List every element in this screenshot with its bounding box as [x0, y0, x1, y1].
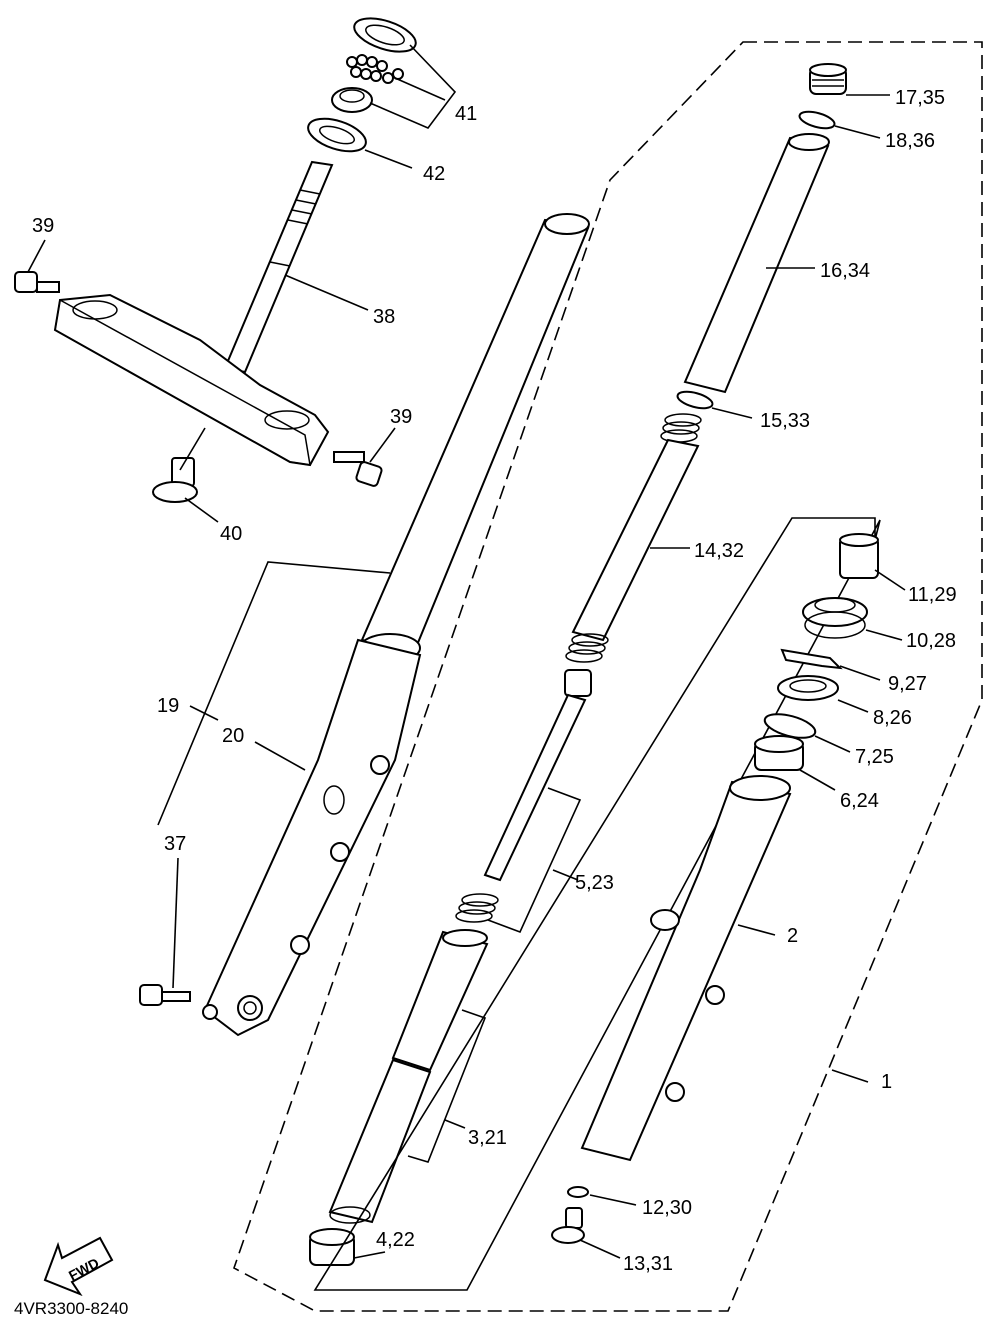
oil-seal-10 — [802, 597, 868, 639]
bolt-37 — [139, 984, 218, 1020]
leader-13 — [579, 1239, 621, 1259]
leader-8 — [837, 699, 869, 713]
assembly-1-dashed-outline — [233, 41, 983, 1312]
dust-seal-11 — [839, 533, 879, 579]
label-4-22: 4,22 — [376, 1229, 415, 1251]
bearing-race-42 — [307, 117, 367, 153]
label-14-32: 14,32 — [694, 540, 744, 562]
spline-collar-40 — [152, 457, 198, 503]
label-3-21: 3,21 — [468, 1127, 507, 1149]
leader-3b — [444, 1119, 466, 1129]
label-17-35: 17,35 — [895, 87, 945, 109]
leader-1 — [831, 1069, 869, 1083]
leader-5b — [552, 869, 579, 881]
bearing-cone-41 — [331, 87, 373, 113]
steering-stem-38 — [223, 160, 334, 374]
bearing-balls-41 — [346, 54, 404, 84]
group-2-outline — [313, 517, 881, 1291]
label-2: 2 — [787, 925, 798, 947]
spacer-tube-16 — [683, 133, 830, 394]
leader-7 — [814, 735, 851, 753]
washer-15 — [676, 390, 714, 410]
leader-37 — [172, 857, 179, 989]
outer-tube-20 — [203, 638, 422, 1037]
leader-40 — [179, 427, 206, 471]
bolt-39-left — [14, 271, 60, 293]
label-8-26: 8,26 — [873, 707, 912, 729]
o-ring-18 — [798, 110, 836, 130]
fork-spring-14 — [565, 413, 702, 663]
leader-39-left — [27, 239, 46, 273]
label-16-34: 16,34 — [820, 260, 870, 282]
leader-15 — [711, 407, 753, 419]
fwd-arrow-icon: FWD — [43, 1236, 114, 1297]
label-41: 41 — [455, 103, 477, 125]
leader-20 — [254, 741, 306, 771]
label-39-left: 39 — [32, 215, 54, 237]
outer-tube-2 — [580, 775, 792, 1162]
leader-10 — [865, 629, 903, 641]
leader-12 — [589, 1194, 637, 1206]
leader-18 — [834, 125, 881, 139]
label-13-31: 13,31 — [623, 1253, 673, 1275]
oil-lock-4 — [309, 1228, 355, 1266]
piston-tube-3 — [328, 929, 489, 1224]
leader-4 — [353, 1251, 386, 1259]
label-10-28: 10,28 — [906, 630, 956, 652]
label-39-right: 39 — [390, 406, 412, 428]
label-19: 19 — [157, 695, 179, 717]
label-11-29: 11,29 — [908, 584, 957, 606]
washer-8 — [777, 675, 839, 701]
leader-6 — [799, 769, 836, 791]
clip-9 — [780, 648, 843, 670]
label-7-25: 7,25 — [855, 746, 894, 768]
label-37: 37 — [164, 833, 186, 855]
bolt-39-right — [333, 451, 383, 487]
leader-42 — [364, 149, 413, 169]
label-6-24: 6,24 — [840, 790, 879, 812]
label-38: 38 — [373, 306, 395, 328]
label-12-30: 12,30 — [642, 1197, 692, 1219]
leader-9 — [839, 665, 881, 681]
label-5-23: 5,23 — [575, 872, 614, 894]
leader-3 — [407, 1009, 487, 1163]
label-18-36: 18,36 — [885, 130, 935, 152]
cap-bolt-17 — [809, 63, 847, 95]
leader-19 — [157, 561, 391, 826]
label-40: 40 — [220, 523, 242, 545]
inner-tube-19 — [359, 213, 590, 663]
leader-2 — [737, 924, 776, 936]
slide-metal-6 — [754, 735, 804, 771]
under-bracket-38 — [53, 293, 330, 467]
leader-41b — [394, 77, 446, 101]
label-9-27: 9,27 — [888, 673, 927, 695]
leader-40b — [184, 497, 219, 523]
label-20: 20 — [222, 725, 244, 747]
leader-19b — [189, 705, 219, 721]
bolt-13 — [551, 1207, 585, 1244]
damper-rod-5 — [455, 669, 592, 923]
washer-12 — [567, 1186, 589, 1198]
bearing-race-41 — [353, 17, 417, 53]
leader-38 — [284, 274, 369, 311]
drawing-code: 4VR3300-8240 — [14, 1299, 128, 1318]
label-15-33: 15,33 — [760, 410, 810, 432]
label-1: 1 — [881, 1071, 892, 1093]
leader-41 — [369, 44, 457, 129]
label-42: 42 — [423, 163, 445, 185]
leader-5 — [487, 787, 582, 934]
leader-39-right — [369, 427, 396, 463]
leader-11 — [874, 569, 906, 591]
